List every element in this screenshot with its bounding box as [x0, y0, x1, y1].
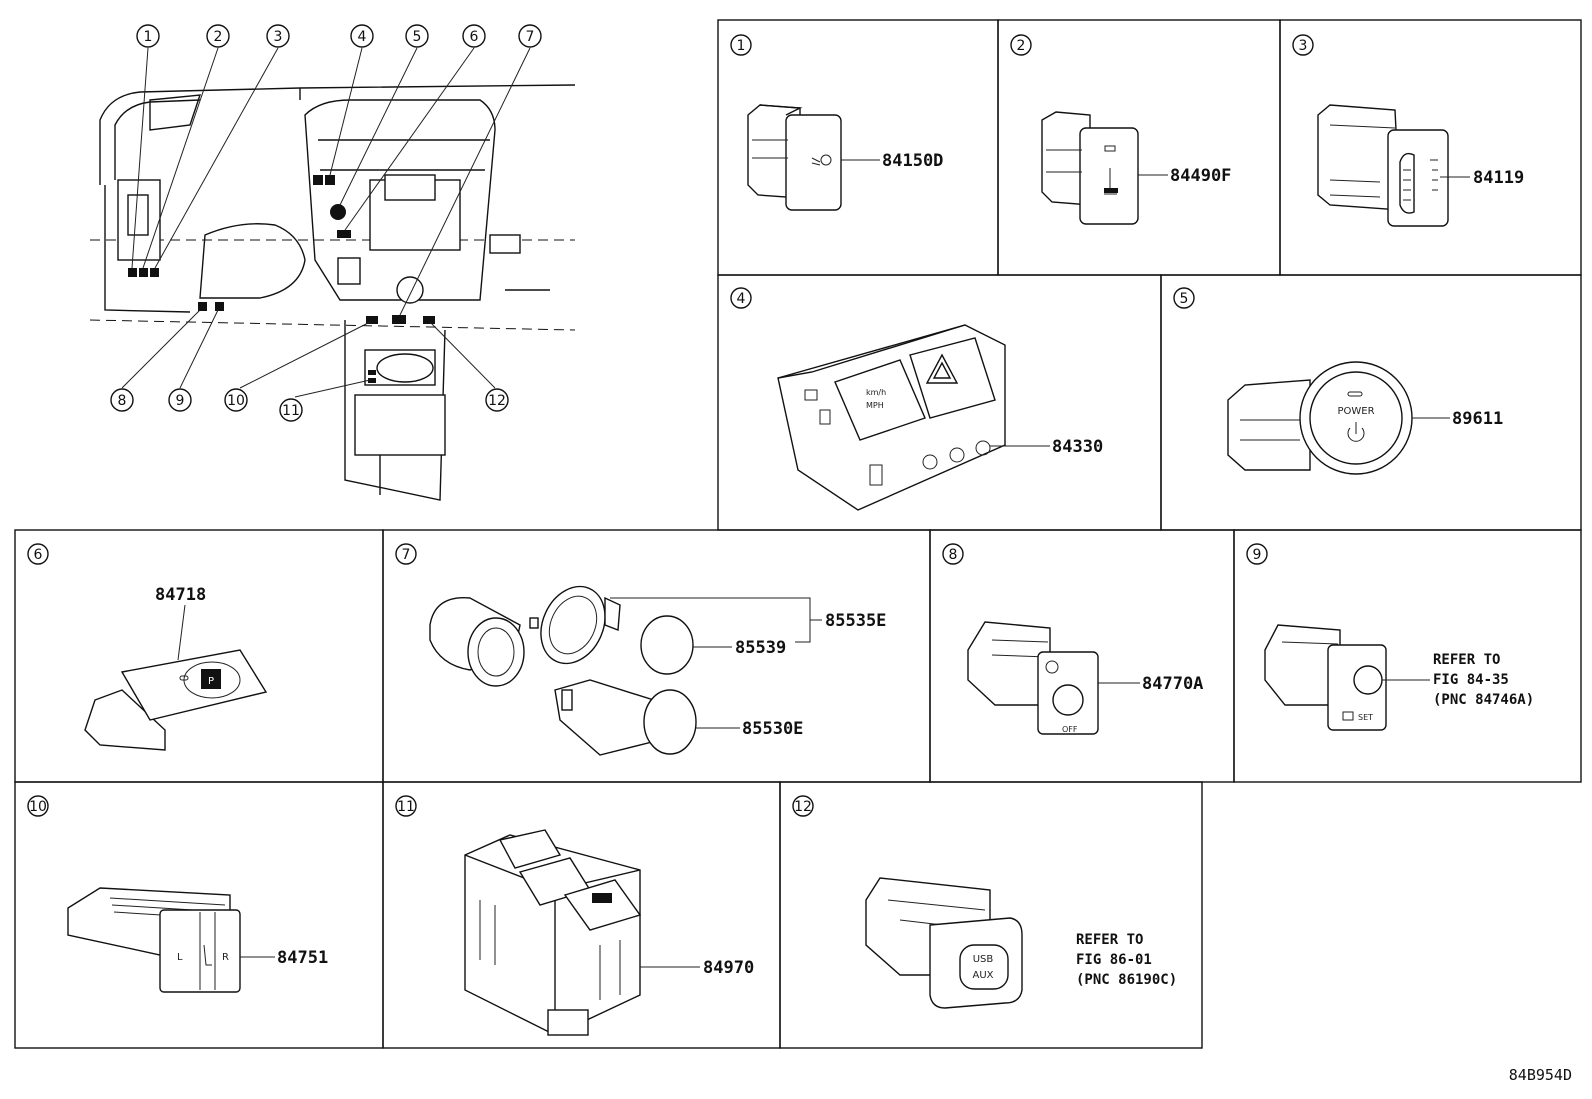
- off-label: OFF: [1062, 725, 1078, 734]
- svg-text:6: 6: [470, 29, 479, 45]
- callout-3: 3: [266, 24, 290, 48]
- power-label: POWER: [1337, 406, 1374, 417]
- part-number: 84751: [277, 948, 328, 968]
- seat-left-label: L: [177, 952, 183, 963]
- cell-number: 2: [1017, 38, 1026, 54]
- callout-2: 2: [206, 24, 230, 48]
- cell-number: 11: [397, 799, 415, 815]
- cell-number: 12: [794, 799, 812, 815]
- callout-8: 8: [110, 388, 134, 412]
- part-number: 84330: [1052, 437, 1103, 457]
- svg-text:10: 10: [227, 393, 245, 409]
- p-label: P: [208, 676, 214, 687]
- part-number: 84490F: [1170, 166, 1231, 186]
- multi-switch-drawing: [464, 829, 642, 1036]
- refer-line-2: FIG 86-01: [1076, 952, 1152, 968]
- seat-heater-switch-drawing: L R: [67, 887, 241, 993]
- callout-10: 10: [224, 388, 248, 412]
- part-number: 89611: [1452, 409, 1503, 429]
- power-outlet-drawing: [429, 585, 697, 756]
- cell-number: 4: [737, 291, 746, 307]
- defogger-switch-drawing: [1041, 111, 1139, 225]
- cell-12: 12 USB AUX REFER TO FIG 86-01 (PNC 86190…: [792, 795, 1177, 1009]
- cell-number: 8: [949, 547, 958, 563]
- dimmer-switch-drawing: [1317, 104, 1449, 227]
- svg-text:9: 9: [176, 393, 185, 409]
- power-switch-drawing: POWER: [1227, 361, 1413, 475]
- aux-label: AUX: [972, 970, 993, 981]
- cell-6: 6 84718 P: [27, 543, 268, 751]
- part-number: 84150D: [882, 151, 943, 171]
- svg-text:7: 7: [526, 29, 535, 45]
- mph-label-bottom: MPH: [866, 401, 884, 410]
- part-number: 85535E: [825, 611, 886, 631]
- part-number: 84770A: [1142, 674, 1203, 694]
- cell-7: 7 85535E 85539 85530E: [395, 543, 886, 756]
- cell-number: 5: [1180, 291, 1189, 307]
- callout-12: 12: [485, 388, 509, 412]
- part-number: 84970: [703, 958, 754, 978]
- seat-heater-set-switch-drawing: SET: [1264, 624, 1387, 731]
- dashboard-overview: [89, 47, 576, 501]
- cell-2: 2 84490F: [1010, 34, 1231, 225]
- cell-3: 3 84119: [1292, 34, 1524, 227]
- usb-aux-port-drawing: USB AUX: [865, 877, 1023, 1009]
- refer-line-1: REFER TO: [1433, 652, 1500, 668]
- cell-number: 9: [1253, 547, 1262, 563]
- cell-1: 1 84150D: [730, 34, 943, 211]
- hazard-switch-drawing: km/h MPH: [777, 324, 1006, 511]
- grid-frames: [14, 19, 1582, 1049]
- cell-9: 9 SET REFER TO FIG 84-35 (PNC 84746A): [1246, 543, 1534, 731]
- svg-text:3: 3: [274, 29, 283, 45]
- svg-text:12: 12: [488, 393, 506, 409]
- cell-5: 5 POWER 89611: [1173, 287, 1503, 475]
- callout-4: 4: [350, 24, 374, 48]
- cell-4: 4 km/h MPH 84330: [730, 287, 1103, 511]
- figure-code: 84B954D: [1509, 1066, 1572, 1084]
- cell-number: 7: [402, 547, 411, 563]
- part-number: 85539: [735, 638, 786, 658]
- svg-text:4: 4: [358, 29, 367, 45]
- callout-11: 11: [279, 398, 303, 422]
- part-number: 85530E: [742, 719, 803, 739]
- wiper-switch-drawing: [747, 104, 842, 211]
- svg-text:2: 2: [214, 29, 223, 45]
- part-number: 84119: [1473, 168, 1524, 188]
- mph-label-top: km/h: [866, 388, 886, 397]
- cell-number: 10: [29, 799, 47, 815]
- parking-brake-switch-drawing: P: [84, 649, 268, 751]
- cell-number: 3: [1299, 38, 1308, 54]
- part-number: 84718: [155, 585, 206, 605]
- svg-text:11: 11: [282, 403, 300, 419]
- cell-11: 11 84970: [395, 795, 754, 1036]
- cell-10: 10 L R 84751: [27, 795, 328, 993]
- refer-line-2: FIG 84-35: [1433, 672, 1509, 688]
- svg-text:5: 5: [413, 29, 422, 45]
- cell-8: 8 OFF 84770A: [942, 543, 1203, 735]
- refer-line-3: (PNC 84746A): [1433, 692, 1534, 708]
- callout-7: 7: [518, 24, 542, 48]
- svg-text:1: 1: [144, 29, 153, 45]
- seat-right-label: R: [222, 952, 229, 963]
- callout-5: 5: [405, 24, 429, 48]
- svg-text:8: 8: [118, 393, 127, 409]
- set-label: SET: [1358, 713, 1373, 722]
- overview-callouts: 1 2 3 4 5 6 7 8 9 10 11 12: [110, 24, 542, 422]
- callout-6: 6: [462, 24, 486, 48]
- cell-number: 6: [34, 547, 43, 563]
- callout-1: 1: [136, 24, 160, 48]
- headlamp-leveling-switch-drawing: OFF: [967, 621, 1099, 735]
- usb-label: USB: [973, 954, 994, 965]
- refer-line-3: (PNC 86190C): [1076, 972, 1177, 988]
- cell-number: 1: [737, 38, 746, 54]
- refer-line-1: REFER TO: [1076, 932, 1143, 948]
- callout-9: 9: [168, 388, 192, 412]
